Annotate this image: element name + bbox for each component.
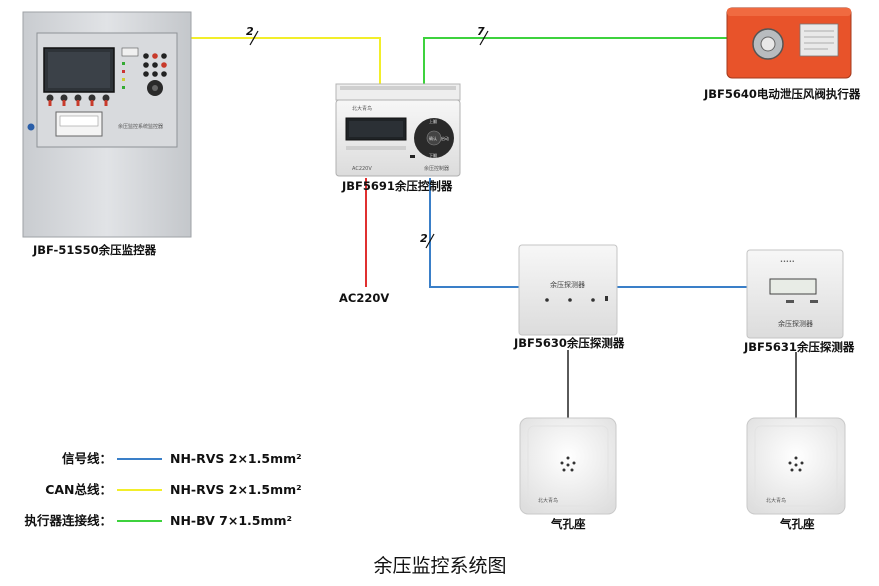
detector-b-panel-text: 余压探测器 <box>778 319 813 328</box>
cabinet-keypad <box>121 47 167 96</box>
key-up: 上翻 <box>429 118 437 124</box>
can-bus-wire <box>190 30 381 90</box>
legend-actuator-name: 执行器连接线： <box>24 513 112 528</box>
svg-text:北大青鸟: 北大青鸟 <box>766 497 786 504</box>
monitor-label: JBF-51S50余压监控器 <box>32 243 157 257</box>
legend-signal-spec: NH-RVS 2×1.5mm² <box>170 451 302 466</box>
outlet-a-label: 气孔座 <box>550 517 586 531</box>
controller-keypad: 上翻 确认 下翻 启动 <box>414 118 454 158</box>
actuator-unit <box>726 7 852 79</box>
monitor-cabinet: 余压监控系统监控器 <box>22 11 192 238</box>
controller-panel-text: 余压控制器 <box>424 165 449 172</box>
can-wire-count: 2 <box>246 25 254 38</box>
legend-actuator-spec: NH-BV 7×1.5mm² <box>170 513 292 528</box>
knob-row <box>46 94 110 106</box>
controller-ac-text: AC220V <box>352 166 372 172</box>
key-confirm: 确认 <box>429 135 437 141</box>
detector-a-panel-text: 余压探测器 <box>550 280 585 289</box>
key-start: 启动 <box>441 135 449 141</box>
actuator-label: JBF5640电动泄压风阀执行器 <box>703 87 861 101</box>
outlet-a: 北大青鸟 <box>519 417 617 515</box>
detector-b-unit: ••••• 余压探测器 <box>746 249 844 339</box>
legend-can-name: CAN总线： <box>45 482 112 497</box>
legend-signal: 信号线： NH-RVS 2×1.5mm² <box>62 451 302 466</box>
legend-signal-name: 信号线： <box>62 451 112 466</box>
svg-text:北大青鸟: 北大青鸟 <box>538 497 558 504</box>
svg-text:•••••: ••••• <box>780 259 795 265</box>
power-label: AC220V <box>339 291 389 305</box>
legend-actuator: 执行器连接线： NH-BV 7×1.5mm² <box>24 513 292 528</box>
actuator-wire <box>423 30 728 90</box>
detector-b-screen <box>769 278 817 295</box>
legend-can-spec: NH-RVS 2×1.5mm² <box>170 482 302 497</box>
key-down: 下翻 <box>429 152 437 158</box>
lock-icon <box>27 123 35 131</box>
outlet-b: 北大青鸟 <box>746 417 846 515</box>
controller-unit: 北大青鸟 上翻 确认 下翻 启动 AC220V 余压控制器 <box>335 83 461 177</box>
outlet-b-label: 气孔座 <box>779 517 815 531</box>
detector-b-label: JBF5631余压探测器 <box>743 340 855 354</box>
controller-brand: 北大青鸟 <box>352 105 372 112</box>
signal-wire <box>425 178 748 288</box>
detector-a-unit: 余压探测器 <box>518 244 618 336</box>
signal-wire-count: 2 <box>420 232 428 245</box>
actuator-wire-count: 7 <box>477 25 485 38</box>
diagram-title: 余压监控系统图 <box>373 555 506 577</box>
legend: 信号线： NH-RVS 2×1.5mm² CAN总线： NH-RVS 2×1.5… <box>24 451 301 528</box>
legend-can: CAN总线： NH-RVS 2×1.5mm² <box>45 482 301 497</box>
cabinet-panel-text: 余压监控系统监控器 <box>118 123 163 130</box>
detector-a-label: JBF5630余压探测器 <box>513 336 625 350</box>
detector-to-outlet-wires <box>567 350 797 418</box>
controller-label: JBF5691余压控制器 <box>341 179 453 193</box>
